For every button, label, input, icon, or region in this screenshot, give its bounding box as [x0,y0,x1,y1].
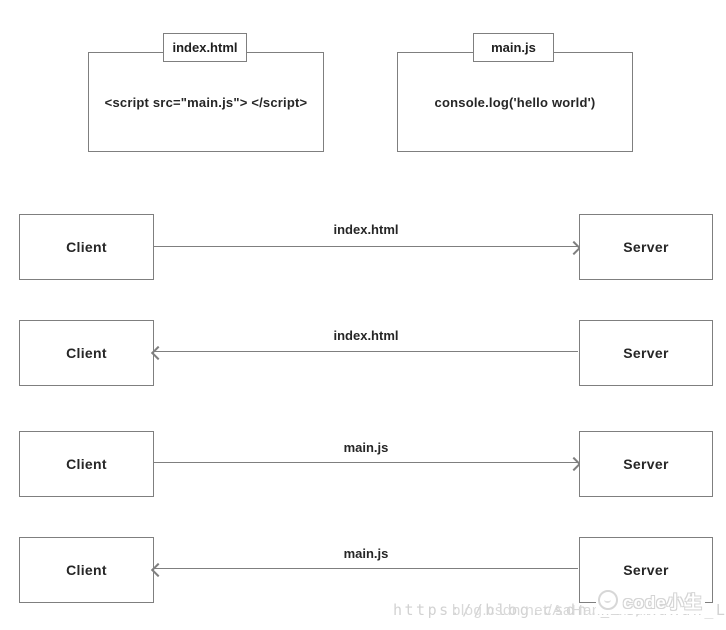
code-xiaosheng-logo-icon [598,590,618,610]
client-box-row3: Client [19,431,154,497]
arrow-line [154,246,578,247]
main-js-code: console.log('hello world') [434,94,596,110]
index-html-code: <script src="main.js"> </script> [104,94,308,110]
arrowhead-left-icon [150,562,166,577]
arrow-line [154,568,578,569]
request-arrow-row3 [153,456,582,471]
server-box-row3: Server [579,431,713,497]
message-label-row1: index.html [333,222,399,237]
response-arrow-row2 [150,345,579,360]
message-label-row2: index.html [333,328,399,343]
file-tab-main-js: main.js [473,33,554,62]
file-tab-index-html: index.html [163,33,247,62]
message-label-row3: main.js [343,440,389,455]
server-box-row2: Server [579,320,713,386]
code-xiaosheng-badge: code小生 [596,586,705,614]
server-box-row1: Server [579,214,713,280]
file-card-index-html: <script src="main.js"> </script> [88,52,324,152]
request-arrow-row1 [153,240,582,255]
client-box-row1: Client [19,214,154,280]
arrow-line [154,351,578,352]
client-box-row2: Client [19,320,154,386]
arrow-line [154,462,578,463]
client-box-row4: Client [19,537,154,603]
message-label-row4: main.js [343,546,389,561]
file-card-main-js: console.log('hello world') [397,52,633,152]
response-arrow-row4 [150,562,579,577]
arrowhead-left-icon [150,345,166,360]
badge-label: code小生 [623,592,703,612]
